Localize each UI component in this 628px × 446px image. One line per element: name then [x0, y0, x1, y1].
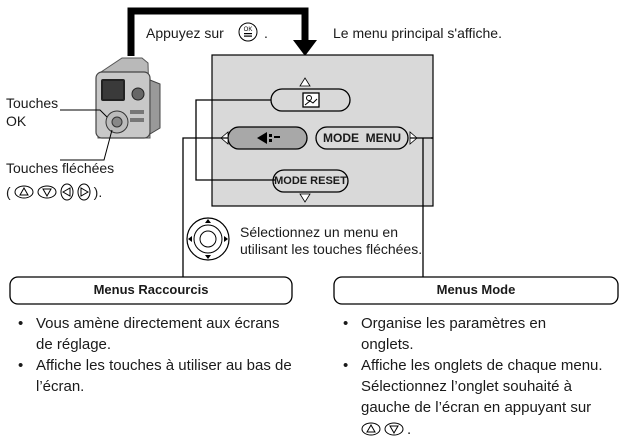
- arrow-symbols-close-paren: ).: [93, 184, 103, 200]
- scene-mode-icon: [301, 92, 320, 108]
- press-instruction: Appuyez sur: [146, 25, 224, 41]
- bracket-lines: [182, 99, 433, 290]
- svg-text:OK: OK: [244, 27, 253, 33]
- mode-bullet-2-period: .: [407, 420, 412, 438]
- mode-menus-bullets: Organise les paramètres en onglets. Affi…: [343, 313, 623, 440]
- right-arrow-key-icon: [77, 183, 91, 201]
- mode-bullet-2-keys: .: [361, 419, 411, 440]
- ok-menu-button-icon: OK: [238, 22, 258, 42]
- left-arrow-key-icon: [60, 183, 74, 201]
- press-period: .: [264, 25, 268, 41]
- mode-bullet-2: Affiche les onglets de chaque menu. Séle…: [343, 355, 609, 440]
- dial-instruction-line2: utilisant les touches fléchées.: [240, 241, 423, 257]
- menu-item-mode-menu[interactable]: MODE MENU: [323, 131, 401, 145]
- down-arrow-key-icon: [384, 422, 404, 436]
- shortcut-menus-title: Menus Raccourcis: [93, 282, 209, 297]
- main-menu-caption: Le menu principal s'affiche.: [333, 25, 502, 41]
- arrow-symbols-open-paren: (: [6, 184, 11, 200]
- dial-instruction-line1: Sélectionnez un menu en: [240, 224, 398, 240]
- up-arrow-key-icon: [361, 422, 381, 436]
- dial-icon: [186, 217, 230, 261]
- arrow-keys-symbols: ( ).: [6, 183, 102, 201]
- shortcut-bullet-2: Affiche les touches à utiliser au bas de…: [18, 355, 304, 397]
- ok-keys-label-line1: Touches: [6, 95, 59, 111]
- callout-lines: [60, 109, 113, 161]
- down-arrow-key-icon: [37, 185, 57, 199]
- arrow-keys-label: Touches fléchées: [6, 160, 115, 176]
- shortcut-bullet-1: Vous amène directement aux écrans de rég…: [18, 313, 281, 355]
- camera-illustration: [95, 57, 161, 139]
- mode-bullet-1: Organise les paramètres en onglets.: [343, 313, 601, 355]
- shortcut-menus-bullets: Vous amène directement aux écrans de rég…: [18, 313, 318, 397]
- mode-menus-title: Menus Mode: [436, 282, 516, 297]
- flow-arrow: [127, 7, 317, 56]
- up-arrow-key-icon: [14, 185, 34, 199]
- mode-bullet-2-text: Affiche les onglets de chaque menu. Séle…: [361, 357, 603, 416]
- ok-keys-label-line2: OK: [6, 113, 27, 129]
- menu-item-quality[interactable]: [228, 127, 307, 149]
- menu-item-scene[interactable]: [271, 89, 350, 111]
- menu-item-mode-reset[interactable]: MODE RESET: [274, 175, 347, 187]
- image-quality-icon: [256, 132, 280, 144]
